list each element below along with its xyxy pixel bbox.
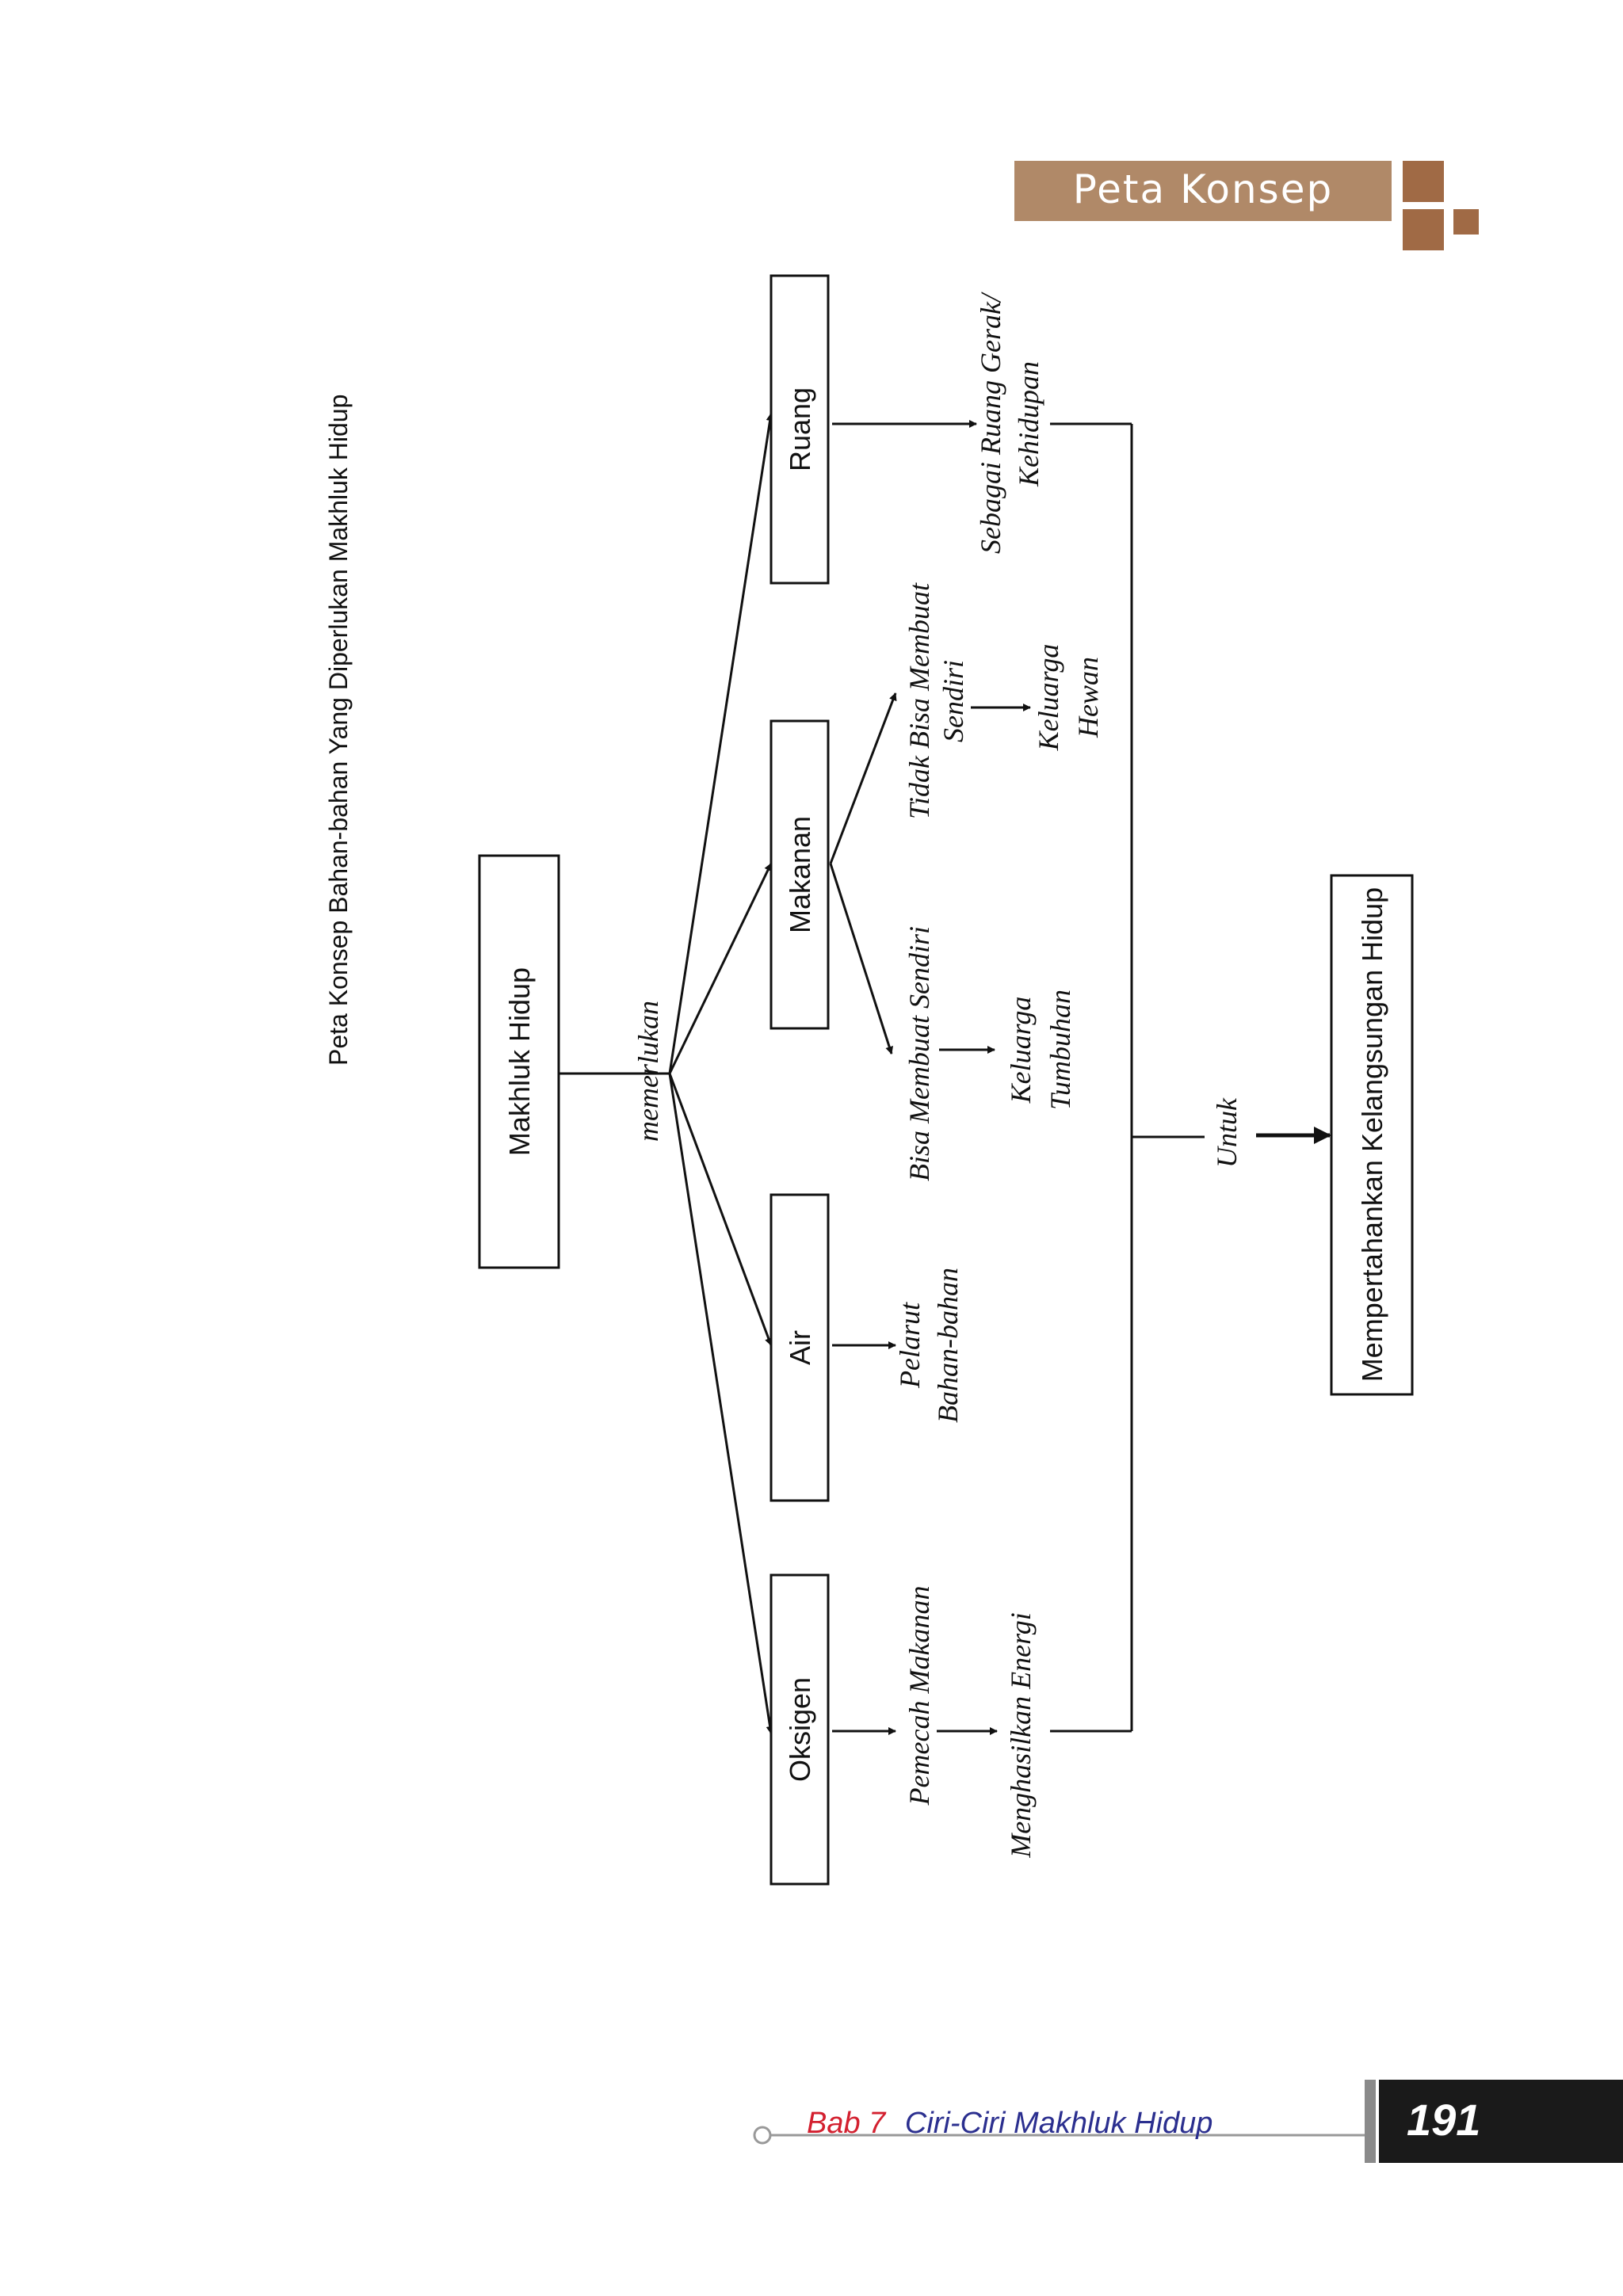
oksigen-pemecah-makanan: Pemecah Makanan bbox=[903, 1586, 935, 1806]
makanan-bisa-membuat: Bisa Membuat Sendiri bbox=[903, 926, 935, 1181]
footer: Bab 7 Ciri-Ciri Makhluk Hidup 191 bbox=[753, 2080, 1623, 2163]
keluarga-tumbuhan-1: Keluarga bbox=[1005, 997, 1037, 1104]
arrow-to-air bbox=[668, 1073, 773, 1346]
arrow-to-makanan bbox=[668, 863, 773, 1074]
goal-label: Mempertahankan Kelangsungan Hidup bbox=[1356, 887, 1388, 1382]
makanan-tidak-bisa-1: Tidak Bisa Membuat bbox=[903, 582, 935, 819]
ruang-sebagai-1: Sebagai Ruang Gerak/ bbox=[975, 292, 1006, 554]
header: Peta Konsep bbox=[1014, 161, 1479, 250]
arrow-to-ruang bbox=[668, 413, 774, 1074]
node-oksigen: Oksigen bbox=[769, 1573, 830, 1886]
makanan-label: Makanan bbox=[784, 816, 816, 933]
header-square-top bbox=[1403, 161, 1444, 202]
header-square-bottom bbox=[1403, 209, 1444, 250]
header-banner bbox=[1014, 161, 1392, 221]
chapter-label: Bab 7 bbox=[807, 2107, 887, 2140]
chapter-title: Ciri-Ciri Makhluk Hidup bbox=[905, 2107, 1213, 2140]
arrow-makanan-bisa bbox=[829, 863, 894, 1055]
page-number-box bbox=[1379, 2080, 1623, 2163]
air-pelarut: Pelarut bbox=[894, 1302, 926, 1389]
keluarga-hewan-2: Hewan bbox=[1072, 657, 1104, 738]
page-number: 191 bbox=[1407, 2095, 1480, 2145]
node-air: Air bbox=[769, 1193, 830, 1502]
makanan-tidak-bisa-2: Sendiri bbox=[938, 660, 969, 742]
goal-node: Mempertahankan Kelangsungan Hidup bbox=[1330, 874, 1414, 1396]
keluarga-tumbuhan-2: Tumbuhan bbox=[1044, 990, 1076, 1110]
keluarga-hewan-1: Keluarga bbox=[1033, 644, 1064, 752]
footer-circle-icon bbox=[753, 2126, 772, 2145]
footer-chapter: Bab 7 Ciri-Ciri Makhluk Hidup bbox=[807, 2107, 1212, 2140]
header-square-small bbox=[1453, 209, 1479, 235]
ruang-label: Ruang bbox=[784, 387, 816, 471]
diagram-caption: Peta Konsep Bahan-bahan Yang Diperlukan … bbox=[324, 395, 353, 1066]
page-number-accent bbox=[1365, 2080, 1376, 2163]
node-makanan: Makanan bbox=[769, 719, 830, 1030]
link-memerlukan: memerlukan bbox=[632, 1001, 664, 1142]
oksigen-label: Oksigen bbox=[784, 1677, 816, 1782]
air-bahan-bahan: Bahan-bahan bbox=[932, 1268, 964, 1423]
root-node: Makhluk Hidup bbox=[478, 854, 560, 1269]
link-untuk: Untuk bbox=[1211, 1097, 1243, 1168]
arrow-to-oksigen bbox=[668, 1073, 774, 1734]
node-ruang: Ruang bbox=[769, 274, 830, 585]
root-label: Makhluk Hidup bbox=[503, 967, 536, 1156]
header-title: Peta Konsep bbox=[1073, 166, 1333, 212]
arrow-makanan-tidak bbox=[829, 692, 897, 864]
ruang-sebagai-2: Kehidupan bbox=[1013, 361, 1044, 487]
air-label: Air bbox=[784, 1330, 816, 1365]
oksigen-menghasilkan-energi: Menghasilkan Energi bbox=[1005, 1612, 1037, 1859]
